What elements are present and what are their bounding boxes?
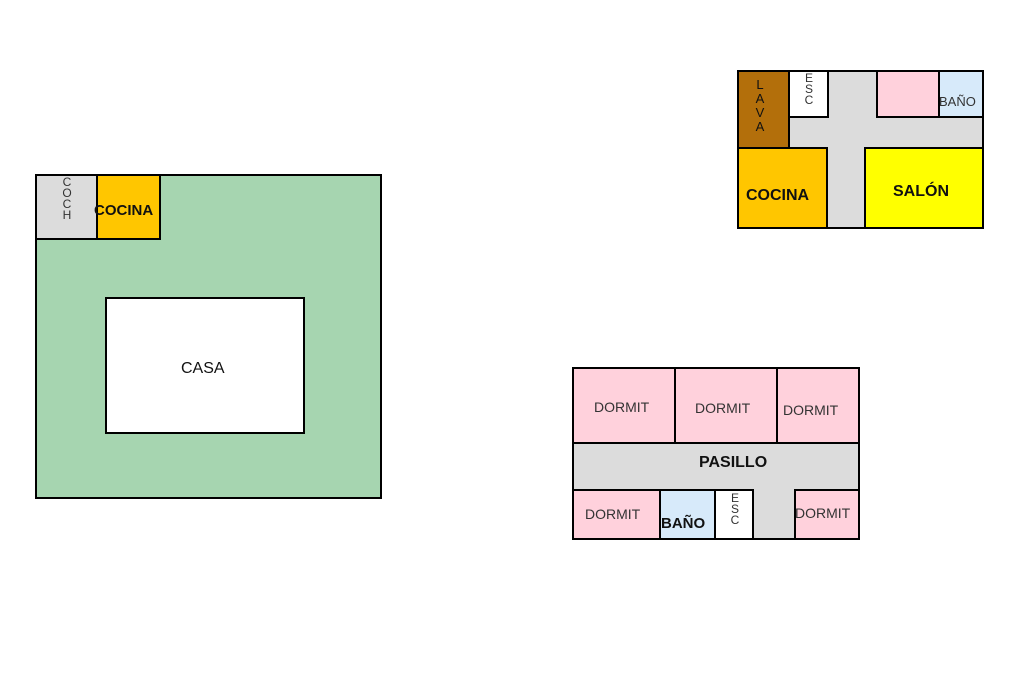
- garage-label: COCH: [62, 175, 72, 222]
- house-label: CASA: [181, 360, 225, 377]
- living-room: [864, 147, 984, 229]
- house-block: [105, 297, 305, 434]
- ground-kitchen-room: [737, 147, 828, 229]
- laundry-label: LAVA: [755, 77, 765, 134]
- ground-kitchen-label: COCINA: [746, 187, 810, 204]
- upper-stairs-label: ESC: [730, 491, 740, 527]
- bedroom-2-label: DORMIT: [695, 400, 751, 416]
- bedroom-3: [776, 367, 860, 444]
- ground-bath-label: BAÑO: [939, 94, 976, 109]
- bedroom-3-label: DORMIT: [783, 402, 839, 418]
- site-kitchen-label: COCINA: [94, 202, 154, 219]
- ground-stairs: [788, 70, 829, 118]
- ground-stairs-label: ESC: [804, 71, 814, 107]
- garage-room: [35, 174, 98, 240]
- upper-bath-room: [659, 489, 716, 540]
- site-kitchen-room: [96, 174, 161, 240]
- ground-bath-room: [938, 70, 984, 118]
- bedroom-5: [794, 489, 860, 540]
- bedroom-4-label: DORMIT: [585, 506, 641, 522]
- hallway-label: PASILLO: [699, 454, 768, 471]
- living-label: SALÓN: [893, 183, 949, 200]
- bedroom-1-label: DORMIT: [594, 399, 650, 415]
- bedroom-1: [572, 367, 676, 444]
- bedroom-5-label: DORMIT: [795, 505, 851, 521]
- upper-stairs: [714, 489, 754, 540]
- ground-pink-room: [876, 70, 940, 118]
- bedroom-2: [674, 367, 778, 444]
- upper-bath-label: BAÑO: [661, 515, 706, 532]
